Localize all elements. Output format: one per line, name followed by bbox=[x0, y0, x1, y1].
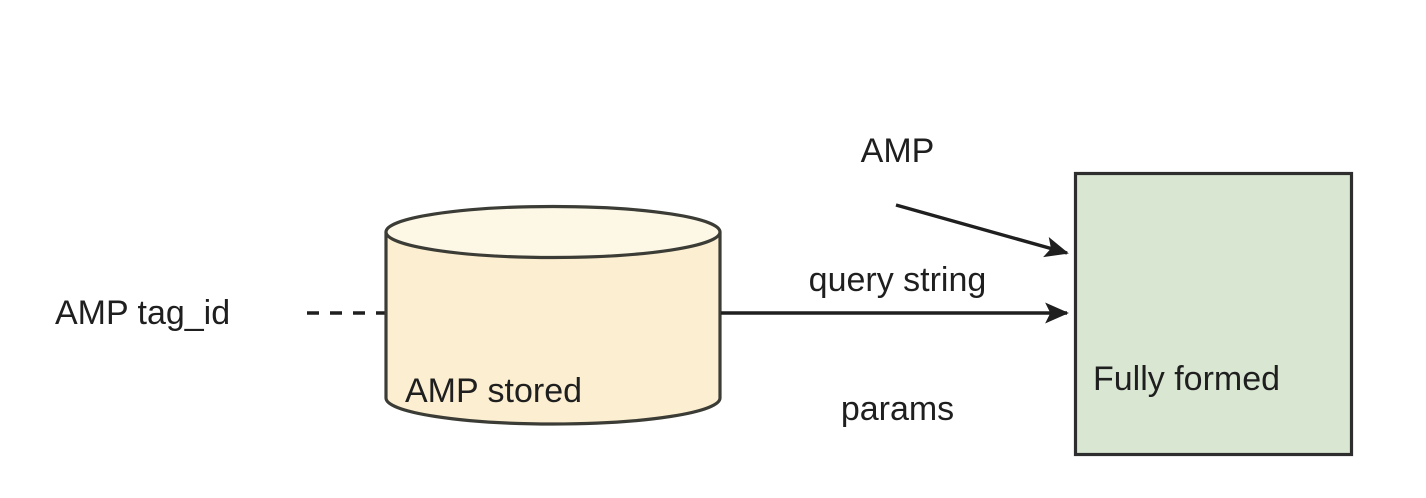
query-string-params-label: AMP query string params bbox=[795, 44, 1000, 498]
query-string-params-line2: query string bbox=[808, 261, 987, 299]
amp-tag-id-label: AMP tag_id bbox=[55, 294, 231, 332]
fully-formed-ortb-line2: ORTB bbox=[1093, 489, 1280, 498]
fully-formed-ortb-line1: Fully formed bbox=[1093, 360, 1281, 398]
cylinder-shape bbox=[384, 204, 722, 426]
stored-request-label: AMP stored request template bbox=[405, 281, 658, 498]
query-string-params-line3: params bbox=[840, 390, 955, 428]
ortb-box-shape bbox=[1073, 171, 1354, 457]
edge-params-to-ortb bbox=[895, 203, 1069, 258]
stored-request-label-line1: AMP stored bbox=[405, 372, 583, 410]
fully-formed-ortb-label: Fully formed ORTB bbox=[1093, 269, 1280, 498]
query-string-params-line1: AMP bbox=[860, 132, 935, 170]
